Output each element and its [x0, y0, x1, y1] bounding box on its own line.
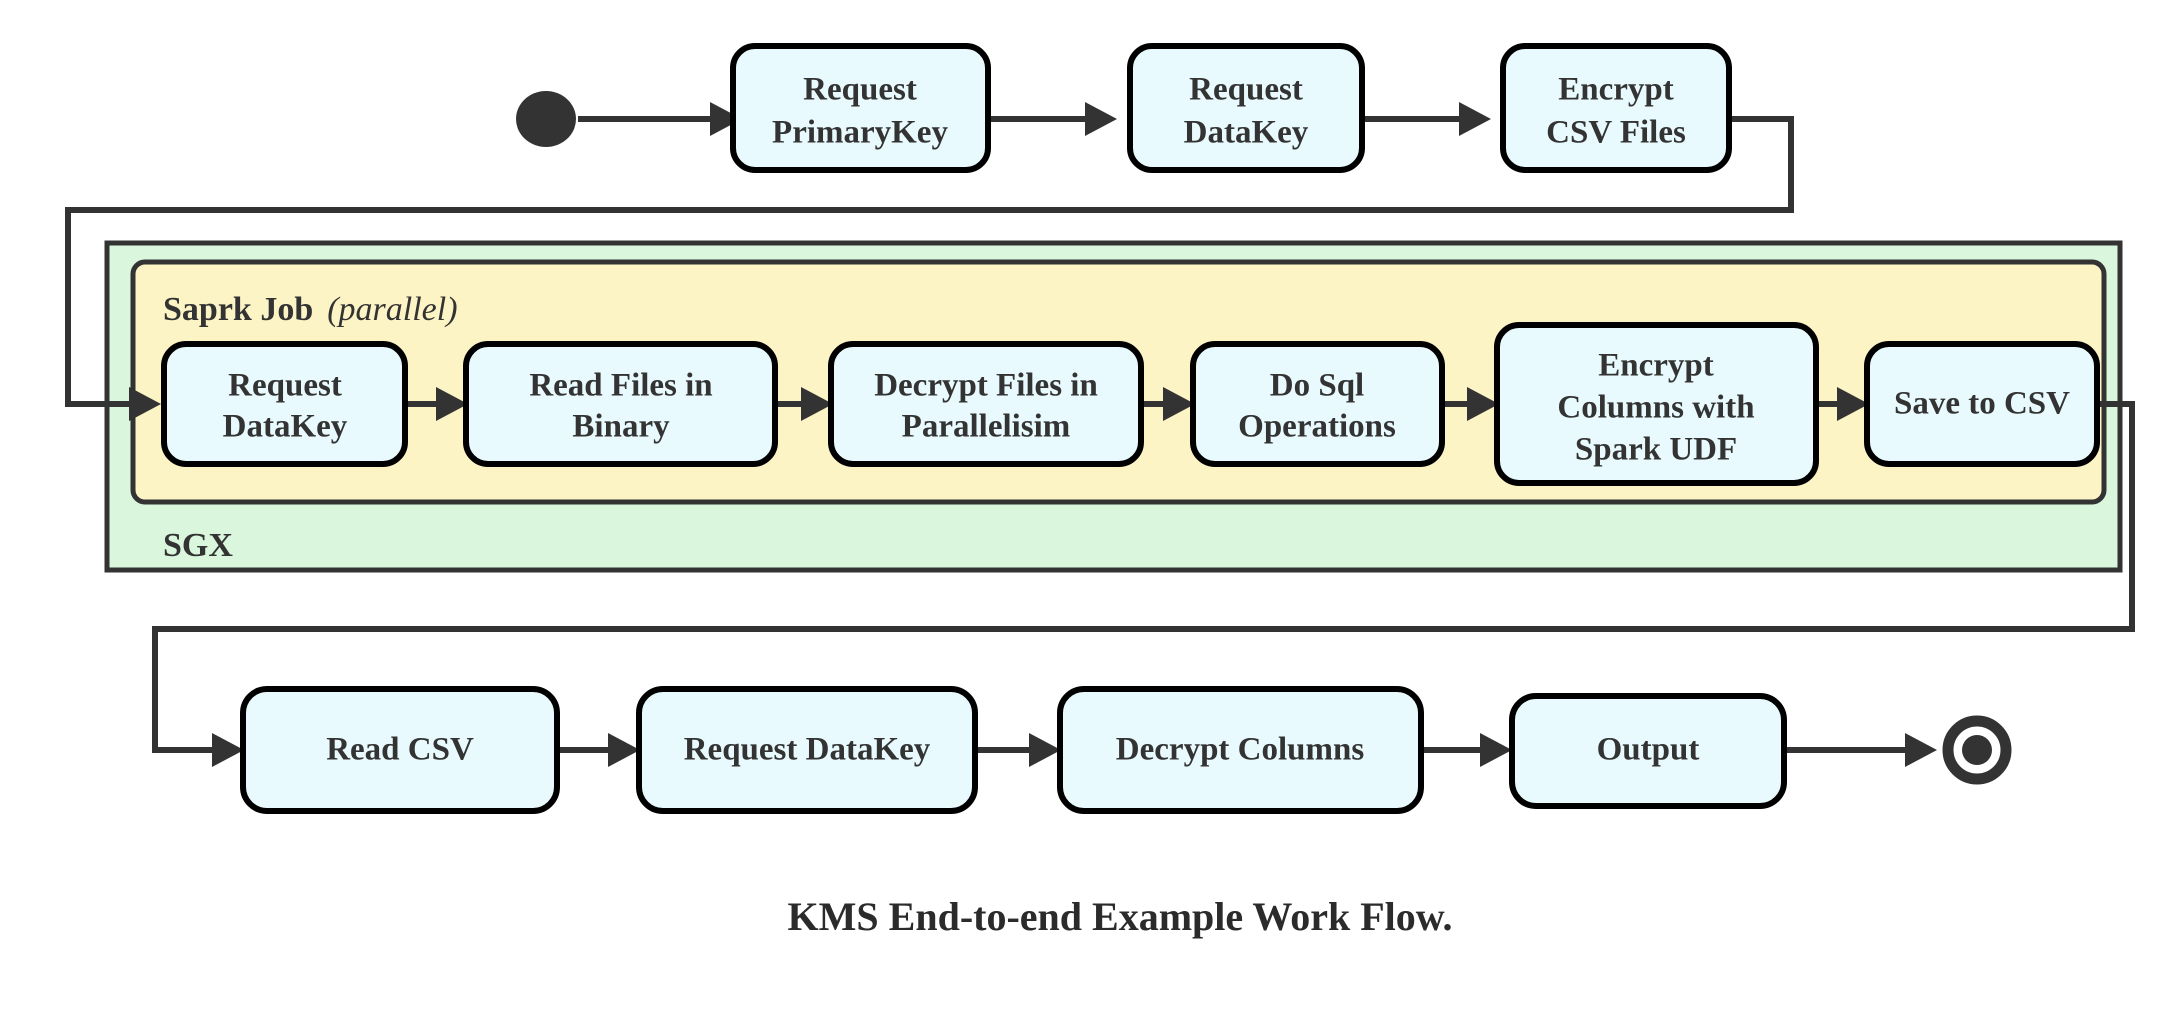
- node-request-datakey-spark[interactable]: Request DataKey: [161, 341, 408, 467]
- edge-output-to-end-state: [1784, 733, 1937, 767]
- node-request-primarykey[interactable]: Request PrimaryKey: [730, 43, 991, 173]
- node-read-files-in-binary[interactable]: Read Files in Binary: [463, 341, 778, 467]
- edge-save-to-csv-to-read-csv: [152, 401, 2135, 767]
- node-decrypt-files-in-parallelisim[interactable]: Decrypt Files in Parallelisim: [828, 341, 1144, 467]
- node-save-to-csv-line-0: Save to CSV: [1894, 386, 2070, 422]
- node-request-primarykey-rect[interactable]: [730, 43, 991, 173]
- edge-request-datakey-spark-to-read-files-in-binary: [405, 387, 468, 421]
- node-decrypt-files-in-parallelisim-rect[interactable]: [828, 341, 1144, 467]
- node-request-datakey-bottom-line-0: Request DataKey: [684, 732, 931, 768]
- node-read-csv[interactable]: Read CSV: [240, 686, 560, 814]
- node-encrypt-columns-with-spark-udf-line-1: Columns with: [1557, 390, 1754, 426]
- start-state: [516, 91, 576, 147]
- node-read-csv-rect[interactable]: [240, 686, 560, 814]
- node-save-to-csv[interactable]: Save to CSV: [1864, 341, 2100, 467]
- spark-job-label-qualifier: (parallel): [327, 291, 457, 328]
- node-read-files-in-binary-line-0: Read Files in: [529, 368, 712, 404]
- node-request-datakey-top-line-0: Request: [1189, 72, 1303, 108]
- node-do-sql-operations-line-0: Do Sql: [1270, 368, 1364, 404]
- spark-job-container-label: Saprk Job (parallel): [163, 291, 458, 328]
- sgx-container-label: SGX: [163, 527, 233, 564]
- node-request-datakey-spark-line-1: DataKey: [223, 409, 348, 445]
- node-request-datakey-spark-rect[interactable]: [161, 341, 408, 467]
- node-output[interactable]: Output: [1509, 693, 1787, 809]
- node-request-datakey-top-rect[interactable]: [1127, 43, 1365, 173]
- edge-decrypt-files-in-parallelisim-to-do-sql-operations: [1141, 387, 1195, 421]
- node-request-datakey-bottom[interactable]: Request DataKey: [636, 686, 978, 814]
- node-encrypt-csv-files-rect[interactable]: [1500, 43, 1732, 173]
- node-do-sql-operations-line-1: Operations: [1238, 409, 1396, 445]
- edge-read-files-in-binary-to-decrypt-files-in-parallelisim: [775, 387, 833, 421]
- node-encrypt-columns-with-spark-udf[interactable]: Encrypt Columns with Spark UDF: [1494, 322, 1819, 486]
- node-decrypt-files-in-parallelisim-line-0: Decrypt Files in: [874, 368, 1098, 404]
- node-request-datakey-spark-line-0: Request: [228, 368, 342, 404]
- node-encrypt-csv-files-line-1: CSV Files: [1546, 115, 1686, 151]
- node-read-files-in-binary-rect[interactable]: [463, 341, 778, 467]
- node-encrypt-columns-with-spark-udf-rect[interactable]: [1494, 322, 1819, 486]
- node-encrypt-csv-files[interactable]: Encrypt CSV Files: [1500, 43, 1732, 173]
- edge-read-csv-to-request-datakey-bottom: [557, 733, 640, 767]
- node-encrypt-csv-files-line-0: Encrypt: [1558, 72, 1674, 108]
- spark-job-label-main: Saprk Job: [163, 291, 313, 328]
- node-read-files-in-binary-line-1: Binary: [572, 409, 670, 445]
- edge-request-datakey-top-to-encrypt-csv-files: [1362, 102, 1491, 136]
- edge-decrypt-columns-to-output: [1421, 733, 1512, 767]
- node-do-sql-operations-rect[interactable]: [1190, 341, 1445, 467]
- edge-encrypt-columns-with-spark-udf-to-save-to-csv: [1816, 387, 1869, 421]
- edge-do-sql-operations-to-encrypt-columns-with-spark-udf: [1442, 387, 1499, 421]
- edge-request-primarykey-to-request-datakey-top: [988, 102, 1117, 136]
- node-encrypt-columns-with-spark-udf-line-0: Encrypt: [1598, 348, 1714, 384]
- edges-group: [65, 102, 2135, 767]
- node-request-primarykey-line-0: Request: [803, 72, 917, 108]
- node-decrypt-columns[interactable]: Decrypt Columns: [1057, 686, 1424, 814]
- node-do-sql-operations[interactable]: Do Sql Operations: [1190, 341, 1445, 467]
- edge-request-datakey-bottom-to-decrypt-columns: [975, 733, 1061, 767]
- node-read-csv-line-0: Read CSV: [326, 732, 474, 768]
- edge-start-to-request-primarykey: [578, 102, 742, 136]
- node-request-primarykey-line-1: PrimaryKey: [772, 115, 948, 151]
- node-save-to-csv-rect[interactable]: [1864, 341, 2100, 467]
- figure-caption: KMS End-to-end Example Work Flow.: [788, 894, 1453, 939]
- node-request-datakey-top-line-1: DataKey: [1184, 115, 1309, 151]
- node-decrypt-files-in-parallelisim-line-1: Parallelisim: [902, 409, 1071, 445]
- node-output-line-0: Output: [1597, 732, 1700, 768]
- edge-encrypt-csv-files-to-request-datakey-spark: [65, 116, 1794, 421]
- node-request-datakey-top[interactable]: Request DataKey: [1127, 43, 1365, 173]
- node-encrypt-columns-with-spark-udf-line-2: Spark UDF: [1575, 432, 1737, 468]
- node-output-rect[interactable]: [1509, 693, 1787, 809]
- node-decrypt-columns-rect[interactable]: [1057, 686, 1424, 814]
- end-state: [1942, 715, 2012, 785]
- node-request-datakey-bottom-rect[interactable]: [636, 686, 978, 814]
- node-decrypt-columns-line-0: Decrypt Columns: [1116, 732, 1365, 768]
